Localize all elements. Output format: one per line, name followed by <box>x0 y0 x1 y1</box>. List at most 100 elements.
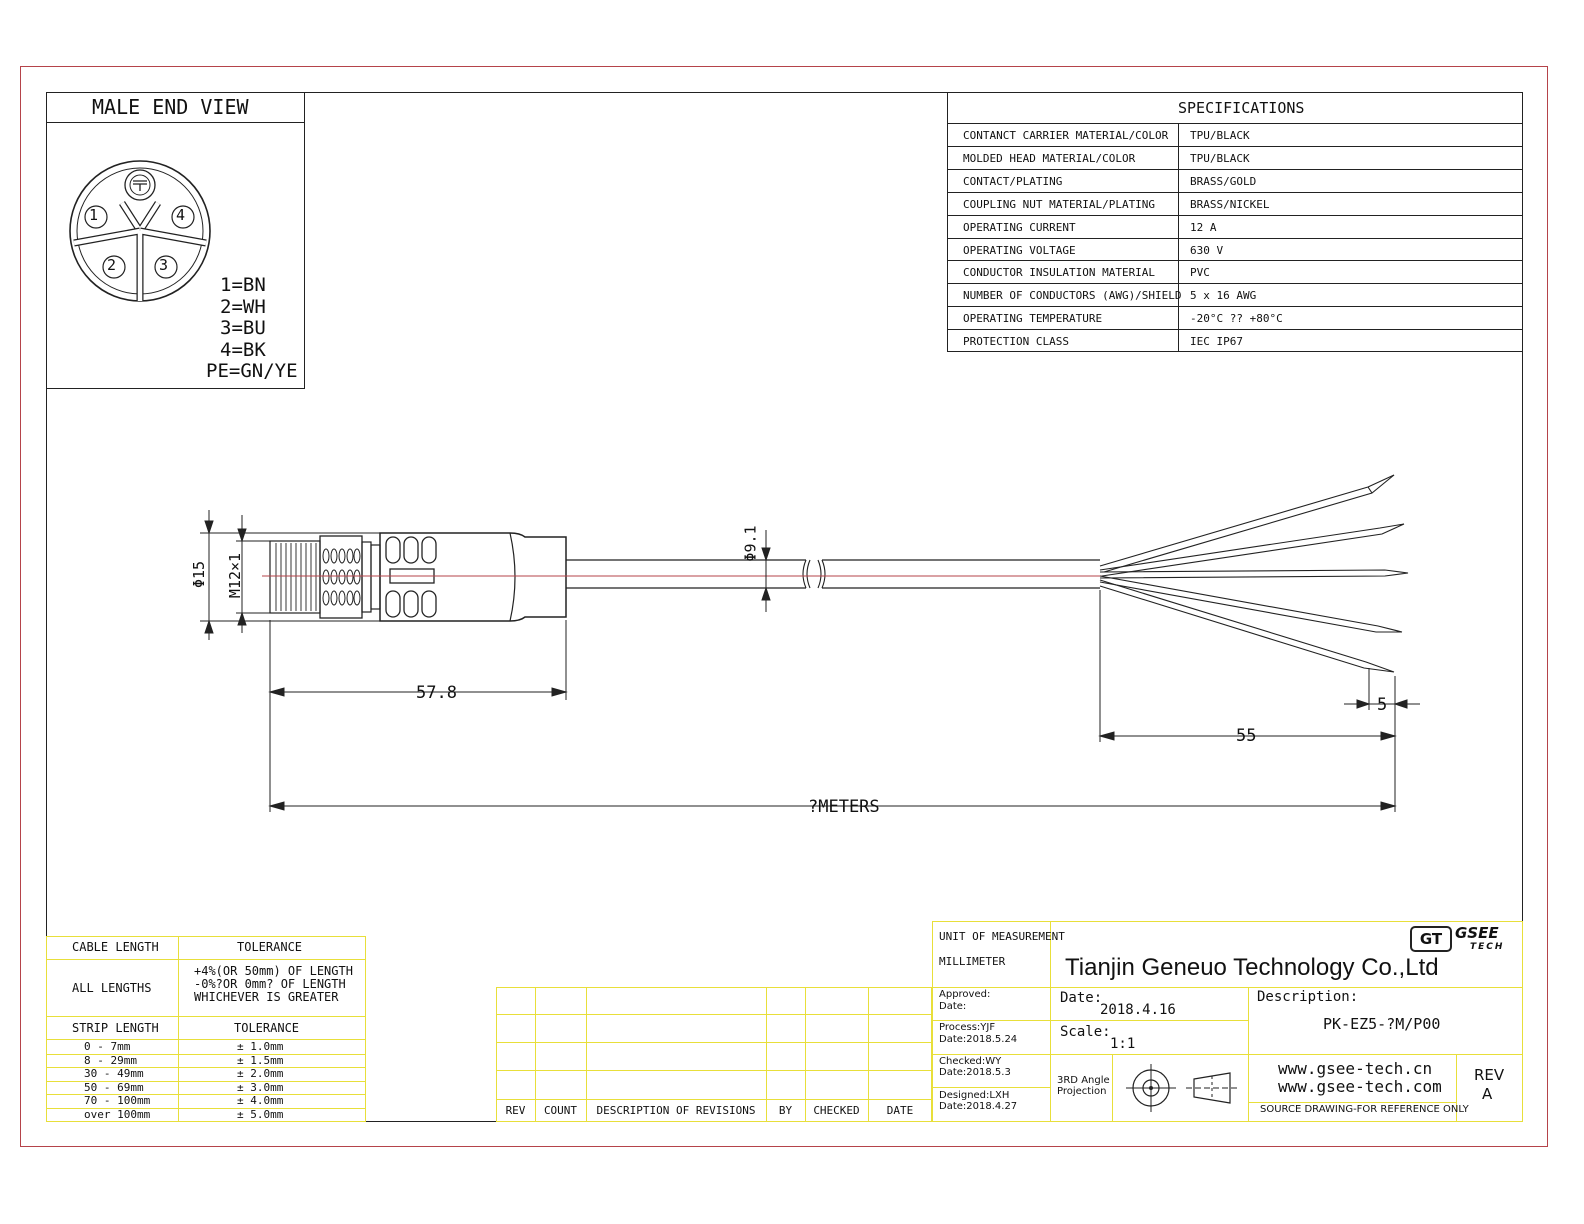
spec-value: 630 V <box>1190 243 1224 257</box>
all-tolerance-line-3: WHICHEVER IS GREATER <box>194 990 339 1004</box>
spec-label: MOLDED HEAD MATERIAL/COLOR <box>963 151 1136 165</box>
dim-length-57-8: 57.8 <box>416 683 457 703</box>
tech-logo-text: TECH <box>1470 942 1505 952</box>
dim-diameter-15: Φ15 <box>190 560 209 589</box>
revision-header: CHECKED <box>813 1104 860 1117</box>
pin-label-4: 4 <box>176 206 186 224</box>
spec-value: 5 x 16 AWG <box>1190 289 1257 303</box>
projection-line-2: Projection <box>1057 1086 1107 1097</box>
scale-label: Scale: <box>1060 1024 1111 1040</box>
date-value: 2018.4.16 <box>1100 1002 1176 1018</box>
male-end-view-panel <box>46 92 305 389</box>
strip-tolerance: ± 4.0mm <box>237 1094 284 1108</box>
pin-1-icon <box>84 205 108 229</box>
dim-diameter-9-1: Φ9.1 <box>741 525 760 562</box>
revision-table <box>496 987 932 1122</box>
strip-tolerance: ± 2.0mm <box>237 1067 284 1081</box>
dim-length-55: 55 <box>1236 726 1257 746</box>
wire-color-3: 3=BU <box>220 317 266 339</box>
revision-header: COUNT <box>543 1104 578 1117</box>
spec-label: CONTACT/PLATING <box>963 174 1063 188</box>
source-note: SOURCE DRAWING-FOR REFERENCE ONLY <box>1260 1104 1469 1115</box>
checked-date: Date:2018.5.3 <box>939 1067 1011 1078</box>
strip-tolerance: ± 3.0mm <box>237 1080 284 1094</box>
dim-thread-m12: M12×1 <box>226 552 245 599</box>
approved-label: Approved: <box>939 989 991 1000</box>
spec-label: OPERATING CURRENT <box>963 220 1076 234</box>
spec-value: TPU/BLACK <box>1190 151 1250 165</box>
spec-value: BRASS/NICKEL <box>1190 197 1270 211</box>
pin-3-icon <box>154 255 178 279</box>
spec-label: CONDUCTOR INSULATION MATERIAL <box>963 266 1156 280</box>
strip-length: 8 - 29mm <box>84 1053 137 1067</box>
revision-header: DATE <box>886 1104 914 1117</box>
male-end-view-diagram <box>69 160 211 302</box>
date-label: Date: <box>1060 990 1103 1006</box>
strip-length: 30 - 49mm <box>84 1067 144 1081</box>
dim-length-5: 5 <box>1377 695 1388 715</box>
pin-label-2: 2 <box>107 256 117 274</box>
website-cn: www.gsee-tech.cn <box>1278 1059 1433 1078</box>
spec-value: -20°C ?? +80°C <box>1190 312 1283 326</box>
tolerance-header: TOLERANCE <box>237 940 303 954</box>
outer-frame <box>20 66 1548 1147</box>
all-tolerance-line-2: -0%?OR 0mm? OF LENGTH <box>194 977 346 991</box>
strip-tolerance-header: TOLERANCE <box>234 1021 300 1035</box>
spec-value: BRASS/GOLD <box>1190 174 1257 188</box>
projection-symbol-icon <box>1126 1064 1238 1112</box>
title-block <box>932 921 1523 1122</box>
process-date: Date:2018.5.24 <box>939 1034 1018 1045</box>
strip-length: 0 - 7mm <box>84 1040 131 1053</box>
strip-length-header: STRIP LENGTH <box>72 1021 159 1035</box>
spec-label: CONTANCT CARRIER MATERIAL/COLOR <box>963 129 1169 142</box>
spec-value: 12 A <box>1190 220 1217 234</box>
spec-value: TPU/BLACK <box>1190 129 1250 142</box>
projection-line-1: 3RD Angle <box>1057 1075 1110 1086</box>
spec-value: IEC IP67 <box>1190 335 1243 349</box>
unit-label: UNIT OF MEASUREMENT <box>939 930 1065 943</box>
designed-label: Designed:LXH <box>939 1090 1010 1101</box>
description-label: Description: <box>1257 989 1359 1005</box>
strip-length: over 100mm <box>84 1108 151 1121</box>
rev-label: REV <box>1474 1066 1505 1084</box>
spec-label: COUPLING NUT MATERIAL/PLATING <box>963 197 1156 211</box>
wire-color-4: 4=BK <box>220 339 266 361</box>
strip-tolerance: ± 1.0mm <box>237 1040 284 1053</box>
approved-date: Date: <box>939 1001 967 1012</box>
spec-label: OPERATING VOLTAGE <box>963 243 1076 257</box>
cable-length-header: CABLE LENGTH <box>72 940 159 954</box>
pin-label-3: 3 <box>159 256 169 274</box>
tolerance-table <box>46 936 366 1122</box>
wire-color-pe: PE=GN/YE <box>206 362 298 381</box>
all-tolerance-line-1: +4%(OR 50mm) OF LENGTH <box>194 964 353 978</box>
pin-4-icon <box>171 205 195 229</box>
gsee-logo-text: GSEE <box>1455 924 1499 942</box>
spec-value: PVC <box>1190 266 1210 280</box>
all-lengths-label: ALL LENGTHS <box>72 981 152 995</box>
pin-label-1: 1 <box>89 206 99 224</box>
scale-value: 1:1 <box>1110 1036 1136 1052</box>
strip-length: 50 - 69mm <box>84 1080 144 1094</box>
unit-value: MILLIMETER <box>939 955 1006 968</box>
revision-header: BY <box>778 1104 793 1117</box>
strip-length: 70 - 100mm <box>84 1094 151 1108</box>
website-com: www.gsee-tech.com <box>1278 1077 1442 1096</box>
revision-header: DESCRIPTION OF REVISIONS <box>596 1104 756 1117</box>
specifications-table <box>947 92 1523 352</box>
specifications-title: SPECIFICATIONS <box>1178 99 1305 117</box>
process-label: Process:YJF <box>939 1022 996 1033</box>
strip-tolerance: ± 5.0mm <box>237 1108 284 1121</box>
gt-logo-icon: GT <box>1410 926 1452 952</box>
spec-label: OPERATING TEMPERATURE <box>963 312 1103 326</box>
strip-tolerance: ± 1.5mm <box>237 1053 284 1067</box>
wire-color-2: 2=WH <box>220 296 266 318</box>
company-name: Tianjin Geneuo Technology Co.,Ltd <box>1065 954 1439 981</box>
male-end-view-title: MALE END VIEW <box>92 95 249 119</box>
pin-2-icon <box>102 255 126 279</box>
checked-label: Checked:WY <box>939 1056 1002 1067</box>
revision-header: REV <box>505 1104 526 1117</box>
dim-total-length: ?METERS <box>808 797 880 817</box>
company-logo: GT GSEE TECH <box>1410 926 1515 954</box>
spec-label: PROTECTION CLASS <box>963 335 1069 349</box>
